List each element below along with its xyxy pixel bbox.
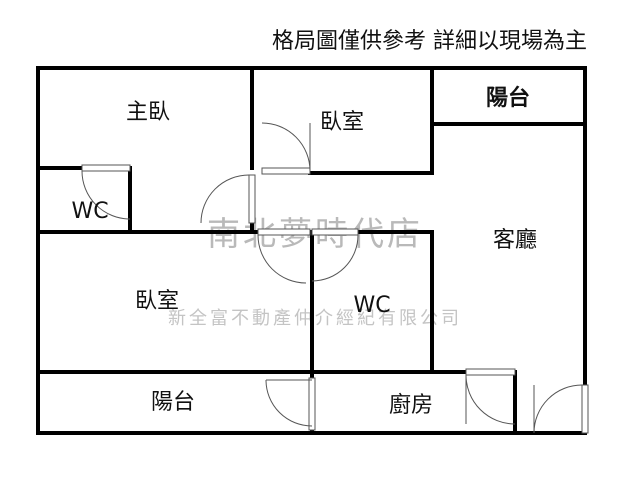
label-balcony-bottom: 陽台 [151, 390, 195, 415]
door-wc-master [81, 164, 131, 220]
label-wc-master: WC [71, 199, 108, 224]
watermark-company-name: 新全富不動產仲介經紀有限公司 [168, 308, 462, 329]
door-master-bedroom [200, 174, 256, 224]
label-kitchen: 廚房 [389, 393, 433, 418]
door-wc-center [311, 228, 359, 282]
label-balcony-top: 陽台 [486, 85, 530, 111]
door-balcony-bottom [265, 377, 316, 431]
doors [81, 122, 589, 434]
label-bedroom-left: 臥室 [135, 289, 179, 314]
walls [36, 66, 587, 435]
door-kitchen [465, 368, 516, 425]
label-living-room: 客廳 [493, 228, 537, 253]
door-bedroom-top [261, 122, 311, 175]
label-wc-center: WC [353, 293, 390, 318]
disclaimer-note: 格局圖僅供參考 詳細以現場為主 [272, 29, 587, 54]
label-bedroom-top: 臥室 [320, 110, 364, 135]
label-master-bedroom: 主臥 [126, 100, 170, 125]
door-bedroom-left [257, 228, 311, 284]
door-entrance [533, 384, 589, 434]
